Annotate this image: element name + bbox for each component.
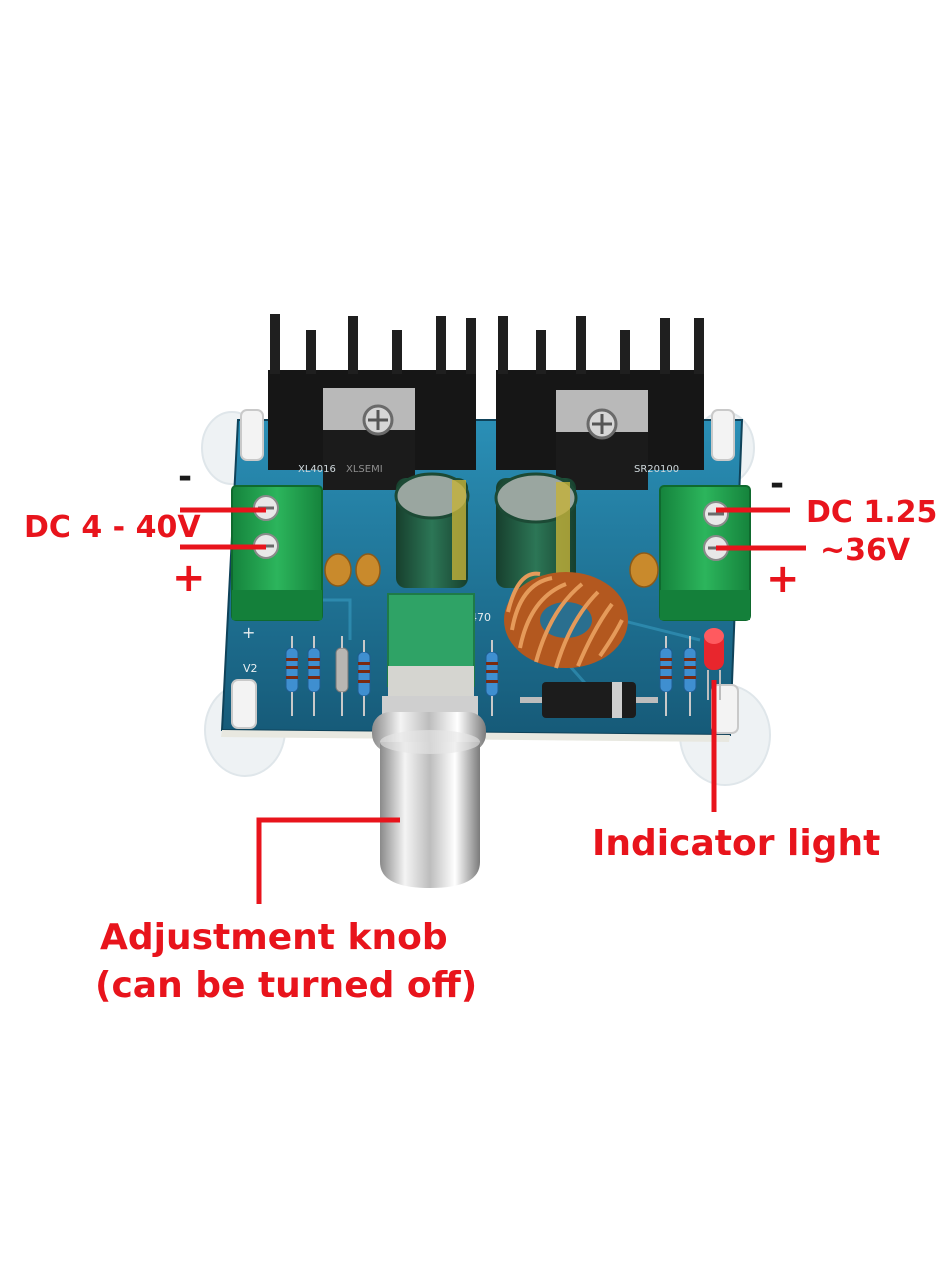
ceramic-capacitors [324, 552, 659, 588]
input-terminal-block [231, 485, 323, 621]
callout-lines [180, 507, 806, 904]
diode [520, 682, 658, 718]
toroid-inductor [504, 571, 628, 669]
knob-leader [256, 817, 400, 904]
standoffs [231, 409, 739, 734]
resistors [285, 636, 697, 716]
chip-left-marking: XL4016 [298, 464, 336, 475]
cap-value-marking: 470 [470, 611, 491, 624]
heatsink-left [268, 314, 476, 490]
input-positive-symbol: + [172, 555, 206, 601]
output-terminal-block [659, 485, 751, 621]
output-negative-symbol: - [770, 464, 785, 504]
output-voltage-label-line1: DC 1.25 [806, 495, 938, 530]
indicator-led [704, 628, 724, 700]
input-negative-symbol: - [178, 457, 193, 497]
capacitor-right [494, 472, 578, 588]
indicator-light-label: Indicator light [592, 823, 881, 864]
adjustment-knob [372, 712, 486, 888]
pcb-v2-marking: V2 [243, 662, 258, 675]
pcb-plus-marking: + [242, 623, 255, 642]
input-voltage-label: DC 4 - 40V [24, 510, 201, 545]
output-positive-symbol: + [766, 556, 800, 602]
output-voltage-label-line2: ~36V [820, 533, 911, 568]
heatsink-right [496, 316, 704, 490]
adjustment-knob-note: (can be turned off) [95, 965, 478, 1006]
capacitor-left [394, 472, 470, 588]
potentiometer [382, 593, 478, 722]
chip-right-marking: SR20100 [634, 464, 679, 475]
adjustment-knob-label: Adjustment knob [100, 917, 448, 958]
chip-left-brand: XLSEMI [346, 464, 383, 475]
